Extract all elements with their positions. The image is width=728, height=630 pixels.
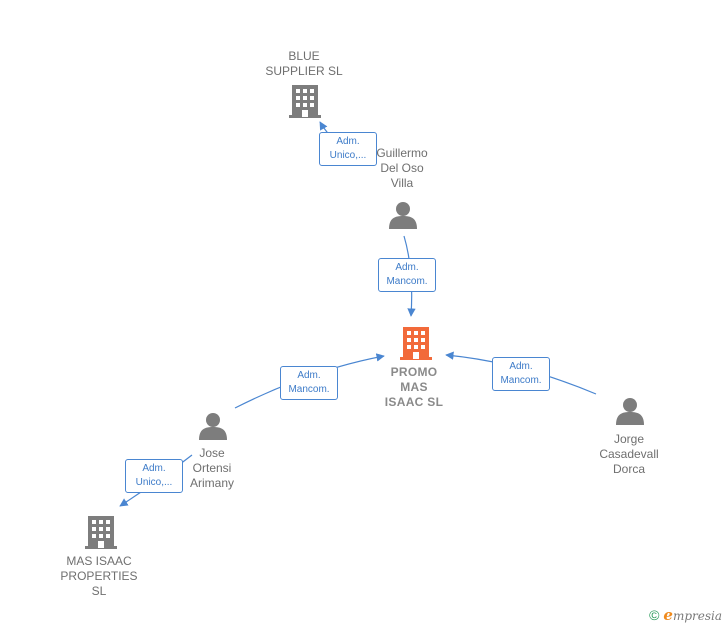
node-label-line: ISAAC SL bbox=[384, 395, 444, 409]
edge-label-guillermo-blue[interactable]: Adm. Unico,... bbox=[319, 132, 377, 166]
node-label-line: BLUE bbox=[288, 49, 320, 63]
node-label-guillermo[interactable]: Guillermo Del Oso Villa bbox=[376, 146, 427, 191]
edge-label-jorge-promo[interactable]: Adm. Mancom. bbox=[492, 357, 550, 391]
node-label-line: Jose bbox=[199, 446, 225, 460]
building-icon[interactable] bbox=[289, 85, 321, 118]
node-label-line: MAS bbox=[400, 380, 428, 394]
brand-logo-e: e bbox=[663, 606, 673, 624]
edge-label-line: Unico,... bbox=[329, 150, 367, 161]
copyright-icon: © bbox=[649, 607, 660, 623]
brand-logo-word: mpresia bbox=[672, 609, 722, 623]
node-label-line: PROPERTIES bbox=[60, 569, 138, 583]
node-label-jose[interactable]: Jose Ortensi Arimany bbox=[190, 446, 234, 491]
node-label-jorge[interactable]: Jorge Casadevall Dorca bbox=[599, 432, 658, 477]
edge-label-line: Unico,... bbox=[135, 477, 173, 488]
node-label-line: Ortensi bbox=[192, 461, 232, 475]
node-label-blue-supplier[interactable]: BLUE SUPPLIER SL bbox=[265, 49, 342, 79]
node-label-line: SUPPLIER SL bbox=[265, 64, 343, 78]
node-label-line: Arimany bbox=[189, 476, 235, 490]
building-icon[interactable] bbox=[400, 327, 432, 360]
edge-label-line: Mancom. bbox=[288, 384, 330, 395]
edge-label-line: Adm. bbox=[395, 262, 419, 273]
node-label-line: SL bbox=[91, 584, 107, 598]
edge-label-line: Mancom. bbox=[500, 375, 542, 386]
node-label-line: Del Oso bbox=[380, 161, 424, 175]
brand-watermark: © empresia bbox=[649, 606, 722, 624]
node-label-line: Guillermo bbox=[376, 146, 428, 160]
node-label-mas-isaac[interactable]: MAS ISAAC PROPERTIES SL bbox=[60, 554, 137, 599]
building-icon[interactable] bbox=[85, 516, 117, 549]
edge-label-line: Adm. bbox=[509, 361, 533, 372]
node-label-line: Villa bbox=[390, 176, 414, 190]
node-label-promo[interactable]: PROMO MAS ISAAC SL bbox=[385, 365, 443, 410]
edge-label-jose-mas-isaac[interactable]: Adm. Unico,... bbox=[125, 459, 183, 493]
edge-label-line: Adm. bbox=[336, 136, 360, 147]
node-label-line: MAS ISAAC bbox=[66, 554, 132, 568]
node-label-line: PROMO bbox=[390, 365, 438, 379]
person-icon[interactable] bbox=[389, 202, 417, 229]
edge-label-line: Adm. bbox=[297, 370, 321, 381]
node-label-line: Casadevall bbox=[599, 447, 659, 461]
edge-label-line: Mancom. bbox=[386, 276, 428, 287]
node-label-line: Jorge bbox=[613, 432, 645, 446]
person-icon[interactable] bbox=[616, 398, 644, 425]
node-label-line: Dorca bbox=[612, 462, 645, 476]
edge-label-jose-promo[interactable]: Adm. Mancom. bbox=[280, 366, 338, 400]
edge-label-line: Adm. bbox=[142, 463, 166, 474]
edge-label-guillermo-promo[interactable]: Adm. Mancom. bbox=[378, 258, 436, 292]
person-icon[interactable] bbox=[199, 413, 227, 440]
